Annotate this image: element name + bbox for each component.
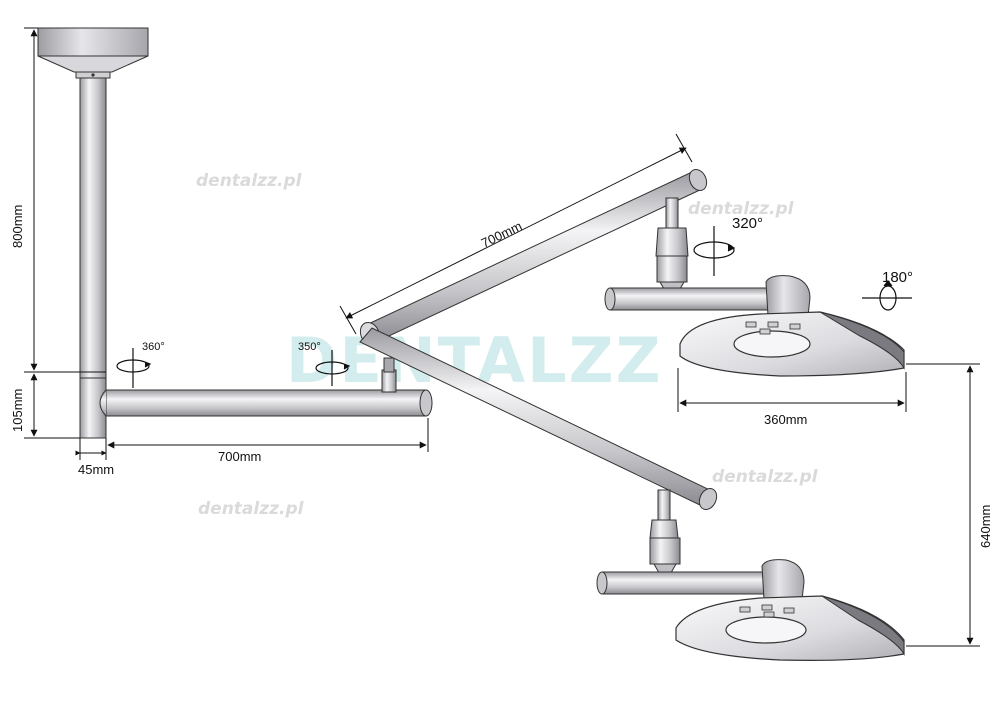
head-tilt-label: 180° (882, 269, 913, 286)
horizontal-arm-label: 700mm (218, 449, 261, 464)
vertical-column (79, 77, 107, 379)
spring-arm-label: 700mm (479, 218, 525, 250)
site-watermark: dentalzz.pl (712, 467, 819, 487)
rotation-indicators (116, 226, 912, 388)
head-travel-label: 640mm (978, 505, 993, 548)
tilt-180-icon (862, 280, 912, 311)
column-rotation-label: 360° (142, 341, 165, 353)
tube-diameter-label: 45mm (78, 462, 114, 477)
lower-spring-arm (359, 327, 718, 511)
arm-rotation-label: 350° (298, 341, 321, 353)
head-width-label: 360mm (764, 412, 807, 427)
site-watermark: dentalzz.pl (198, 499, 305, 519)
arm-offset-label: 105mm (10, 389, 25, 432)
arm-joint-post (381, 357, 397, 393)
ceiling-mount (37, 27, 149, 79)
rotate-350-icon (315, 350, 351, 386)
rotate-320-icon (693, 226, 736, 276)
site-watermark: dentalzz.pl (196, 171, 303, 191)
ceiling-drop-label: 800mm (10, 205, 25, 248)
site-watermark: dentalzz.pl (688, 199, 795, 219)
rotate-360-icon (116, 348, 152, 388)
yoke-rotation-label: 320° (732, 215, 763, 232)
horizontal-arm (99, 389, 433, 417)
dimension-lines (24, 27, 980, 647)
lower-lamp-assembly (596, 489, 905, 661)
